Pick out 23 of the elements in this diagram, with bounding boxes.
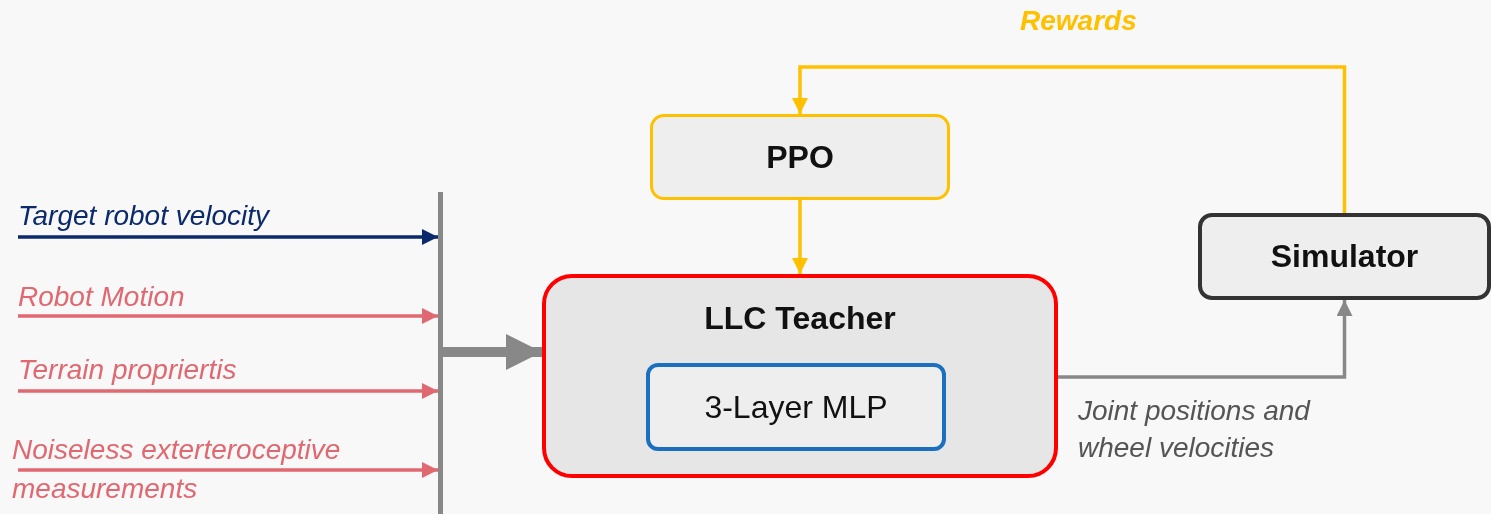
process-box (1198, 213, 1491, 300)
node-label: Simulator (1270, 238, 1419, 275)
edge-label: Joint positions and wheel velocities (1078, 394, 1312, 465)
edge-label: Target robot velocity (18, 199, 270, 233)
process-box (646, 363, 946, 451)
arrow (18, 462, 438, 478)
arrow (443, 334, 542, 370)
arrow (18, 383, 438, 399)
edge-label: Rewards (1020, 4, 1137, 38)
vertical-bar (438, 192, 443, 514)
node-label: 3-Layer MLP (704, 388, 888, 426)
node-label: PPO (766, 138, 834, 176)
group-box (542, 274, 1058, 478)
arrow (792, 65, 1347, 213)
edge-label: Robot Motion (18, 280, 185, 314)
arrow (1058, 300, 1353, 379)
arrow (18, 308, 438, 324)
arrow (18, 229, 438, 245)
process-box (650, 114, 950, 200)
edge-label: Noiseless exterteroceptive measurements (12, 433, 342, 506)
node-label: LLC Teacher (704, 300, 896, 337)
arrow (792, 200, 808, 274)
edge-label: Terrain propriertis (18, 353, 237, 387)
